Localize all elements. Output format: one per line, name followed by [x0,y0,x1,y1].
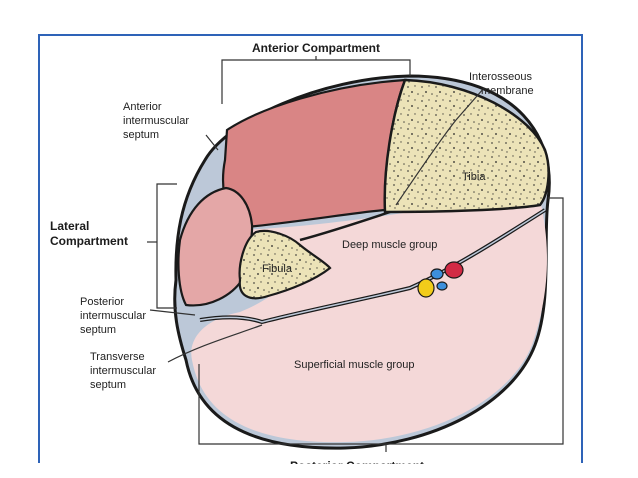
posterior-bracket [198,197,564,445]
transverse-septum-label-line1: Transverse [90,351,145,363]
lateral-compartment-label-line2: Compartment [50,234,128,248]
lateral-compartment-label-line1: Lateral [50,219,89,233]
interosseous-membrane [299,210,391,242]
anterior-septum-label-line3: septum [123,129,159,141]
anterior-compartment-muscle [222,78,407,230]
posterior-compartment-label: Posterior Compartment [290,459,424,473]
transverse-septum-label-line3: septum [90,379,126,391]
figure-frame [38,34,583,463]
posterior-septum-label-line2: intermuscular [80,310,146,322]
anterior-compartment-label: Anterior Compartment [252,41,380,55]
artery-red [444,261,464,279]
lateral-bracket [156,183,177,309]
vein-blue-1 [430,268,444,280]
fibula-label: Fibula [262,263,293,275]
interosseous-label-line2: membrane [481,85,534,97]
anterior-septum-label-line1: Anterior [123,101,162,113]
posterior-septum-label-line1: Posterior [80,296,124,308]
transverse-septum-label-line2: intermuscular [90,365,156,377]
superficial-muscle-group-label: Superficial muscle group [294,359,414,371]
interosseous-label-line1: Interosseous [469,71,532,83]
tibia-label: Tibia [462,171,486,183]
posterior-septum-label-line3: septum [80,324,116,336]
nerve-yellow [417,278,435,298]
deep-muscle-group-label: Deep muscle group [342,239,437,251]
vein-blue-2 [436,281,448,291]
anterior-septum-label-line2: intermuscular [123,115,189,127]
